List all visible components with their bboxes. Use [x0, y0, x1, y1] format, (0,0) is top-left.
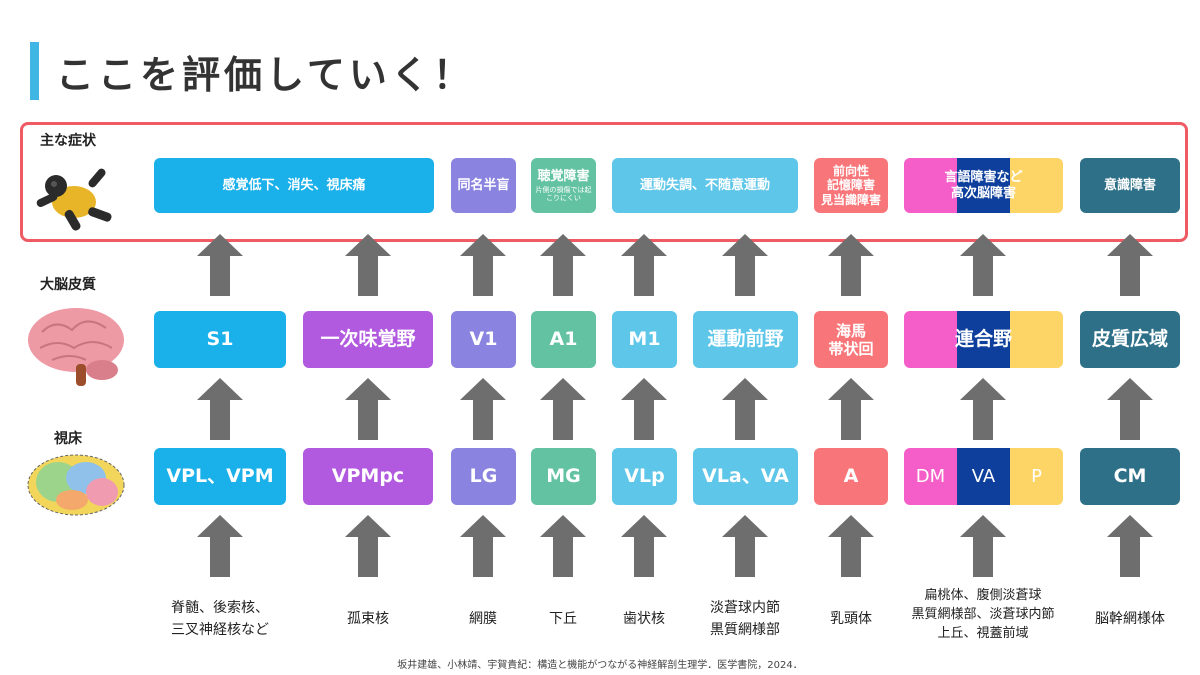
cortex-widespread: 皮質広域: [1080, 311, 1180, 368]
symptom-language-line1: 言語障害など: [944, 169, 1023, 185]
thalamus-dm: DM: [904, 448, 957, 505]
symptom-consciousness: 意識障害: [1080, 158, 1180, 213]
symptom-language-seg-pink: [904, 158, 957, 213]
thalamus-va: VA: [957, 448, 1010, 505]
input-dentate: 歯状核: [623, 611, 665, 627]
symptom-auditory-note: 片側の損傷では起こりにくい: [535, 186, 592, 203]
arrow-up-icon: [621, 378, 667, 440]
title-accent-bar: [30, 42, 39, 100]
gorilla-illustration: [36, 168, 112, 231]
thalamus-mg: MG: [531, 448, 596, 505]
thalamus-cm: CM: [1080, 448, 1180, 505]
thalamus-vpl-vpm: VPL、VPM: [154, 448, 286, 505]
input-somatic-line2: 三叉神経核など: [171, 621, 269, 638]
input-retina: 網膜: [469, 611, 497, 627]
arrow-up-icon: [960, 378, 1006, 440]
symptom-memory: 前向性 記憶障害 見当識障害: [814, 158, 888, 213]
cortex-v1: V1: [451, 311, 516, 368]
cortex-association: 連合野: [904, 311, 1063, 368]
arrow-up-icon: [345, 378, 391, 440]
input-mammillary: 乳頭体: [830, 611, 872, 627]
arrow-up-icon: [722, 234, 768, 296]
thalamus-vla-va: VLa、VA: [693, 448, 798, 505]
arrow-up-icon: [621, 515, 667, 577]
arrow-up-icon: [960, 234, 1006, 296]
symptom-language: 言語障害など 高次脳障害: [904, 158, 1063, 213]
input-somatic-line1: 脊髄、後索核、: [171, 600, 269, 616]
arrow-up-icon: [828, 378, 874, 440]
thalamus-illustration: [27, 454, 125, 516]
input-motor-line2: 黒質網様部: [710, 621, 780, 638]
cortex-premotor: 運動前野: [693, 311, 798, 368]
row-label-cortex: 大脳皮質: [40, 277, 96, 293]
input-association: 扁桃体、腹側淡蒼球 黒質網様部、淡蒼球内節 上丘、視蓋前域: [911, 587, 1054, 644]
cortex-association-label: 連合野: [954, 328, 1012, 351]
symptom-memory-line3: 見当識障害: [820, 192, 881, 207]
arrow-up-icon: [460, 515, 506, 577]
brain-illustration: [28, 308, 124, 386]
cortex-gustatory: 一次味覚野: [303, 311, 433, 368]
row-label-thalamus: 視床: [54, 431, 82, 447]
thalamus-lg: LG: [451, 448, 516, 505]
cortex-hippocampus: 海馬 帯状回: [814, 311, 888, 368]
arrow-up-icon: [460, 378, 506, 440]
symptom-language-seg-yellow: [1010, 158, 1063, 213]
input-motor: 淡蒼球内節 黒質網様部: [710, 598, 780, 641]
citation: 坂井建雄、小林靖、宇賀貴紀：構造と機能がつながる神経解剖生理学．医学書院，202…: [397, 660, 803, 671]
row-label-symptoms: 主な症状: [40, 133, 96, 149]
arrow-up-icon: [197, 378, 243, 440]
arrow-up-icon: [197, 234, 243, 296]
cortex-a1: A1: [531, 311, 596, 368]
input-association-line2: 黒質網様部、淡蒼球内節: [911, 606, 1055, 622]
symptom-auditory: 聴覚障害 片側の損傷では起こりにくい: [531, 158, 596, 213]
arrow-up-icon: [540, 378, 586, 440]
symptom-memory-line2: 記憶障害: [826, 178, 875, 193]
input-solitary: 孤束核: [347, 611, 389, 627]
cortex-s1: S1: [154, 311, 286, 368]
arrow-up-icon: [621, 234, 667, 296]
input-association-line3: 上丘、視蓋前域: [937, 625, 1029, 641]
symptom-somatic: 感覚低下、消失、視床痛: [154, 158, 434, 213]
arrow-up-icon: [722, 378, 768, 440]
thalamus-vpmpc: VPMpc: [303, 448, 433, 505]
cortex-association-seg-navy: [957, 311, 1010, 368]
arrow-up-icon: [828, 234, 874, 296]
arrow-up-icon: [722, 515, 768, 577]
cortex-association-seg-yellow: [1010, 311, 1063, 368]
cortex-association-seg-pink: [904, 311, 957, 368]
input-brainstem: 脳幹網様体: [1095, 611, 1165, 627]
arrow-up-icon: [1107, 234, 1153, 296]
input-inferior-colliculus: 下丘: [549, 611, 577, 627]
arrow-up-icon: [345, 515, 391, 577]
arrow-up-icon: [460, 234, 506, 296]
symptom-language-line2: 高次脳障害: [950, 185, 1016, 201]
symptom-auditory-label: 聴覚障害: [537, 168, 590, 184]
cortex-m1: M1: [612, 311, 677, 368]
page-title: ここを評価していく！: [56, 53, 475, 97]
symptom-language-label: 言語障害など 高次脳障害: [904, 158, 1063, 213]
symptoms-highlight-frame: [20, 122, 1188, 242]
thalamus-a: A: [814, 448, 888, 505]
arrow-up-icon: [1107, 378, 1153, 440]
arrow-up-icon: [197, 515, 243, 577]
arrow-up-icon: [960, 515, 1006, 577]
input-association-line1: 扁桃体、腹側淡蒼球: [924, 588, 1042, 603]
arrow-up-icon: [345, 234, 391, 296]
thalamus-p: P: [1010, 448, 1063, 505]
symptom-motor: 運動失調、不随意運動: [612, 158, 798, 213]
arrow-up-icon: [828, 515, 874, 577]
arrow-up-icon: [540, 515, 586, 577]
cortex-hippocampus-line1: 海馬: [835, 321, 866, 340]
arrow-up-icon: [1107, 515, 1153, 577]
input-motor-line1: 淡蒼球内節: [710, 600, 780, 616]
symptom-memory-line1: 前向性: [832, 163, 869, 178]
symptom-language-seg-navy: [957, 158, 1010, 213]
thalamus-vlp: VLp: [612, 448, 677, 505]
symptom-visual: 同名半盲: [451, 158, 516, 213]
arrow-up-icon: [540, 234, 586, 296]
cortex-hippocampus-line2: 帯状回: [828, 339, 874, 358]
thalamus-association-nuclei: DM VA P: [904, 448, 1063, 505]
input-somatic: 脊髄、後索核、 三叉神経核など: [171, 598, 269, 641]
